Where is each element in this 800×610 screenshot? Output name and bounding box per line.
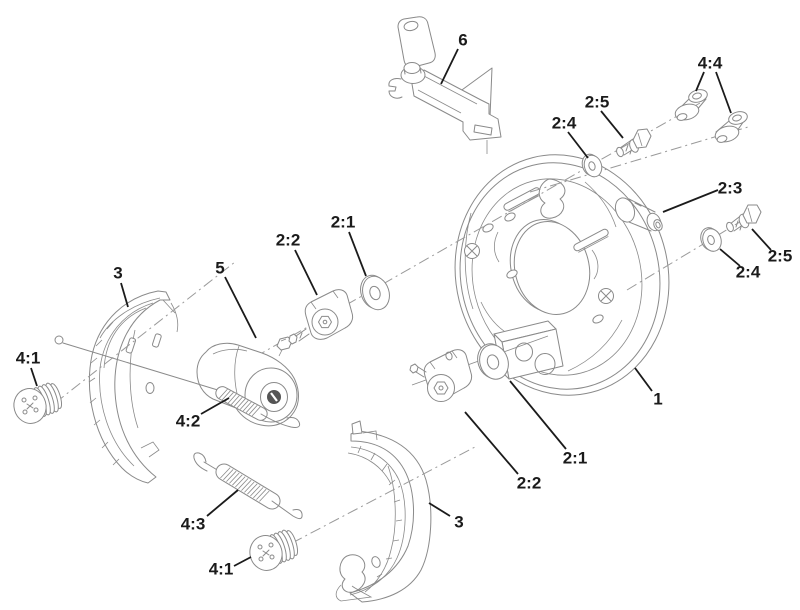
return-spring-short [193, 452, 303, 520]
leader-line-2:1 [509, 380, 567, 450]
part-label-2:2: 2:2 [517, 474, 542, 493]
lining-hatch [88, 321, 120, 466]
spacer [614, 197, 663, 232]
part-label-2:4: 2:4 [552, 114, 577, 133]
leader-line-2:4 [719, 248, 741, 267]
hex-head [742, 204, 762, 224]
leader-line-5 [224, 276, 257, 339]
bracket-claw [388, 78, 403, 99]
part-callouts: 6 4:4 2:5 2:4 2:3 2:5 2:4 2:1 2:2 5 3 1 4:1 4:2 4:3 4:1… [16, 31, 793, 579]
washer-top [581, 153, 603, 178]
pivot-pin [403, 62, 421, 74]
washer-right [700, 227, 722, 252]
return-spring-long [54, 335, 301, 428]
hex-head [632, 128, 652, 149]
backing-plate [454, 154, 670, 396]
part-label-3: 3 [113, 264, 122, 283]
bolt-right [726, 204, 762, 233]
part-label-4:1: 4:1 [16, 349, 41, 368]
leader-line-1 [634, 367, 653, 392]
part-label-4:4: 4:4 [698, 54, 723, 73]
part-label-2:3: 2:3 [718, 179, 743, 198]
leader-line-2:4 [567, 131, 589, 159]
adjuster-plug-bottom [249, 529, 299, 571]
washer-upper [360, 274, 390, 311]
plate-screw [598, 288, 614, 304]
leader-line-4:2 [200, 397, 230, 415]
leader-line-2:1 [348, 231, 367, 277]
plate-cutout [538, 178, 566, 219]
cylinder-rim [244, 367, 298, 423]
part-label-5: 5 [215, 259, 224, 278]
flange-nut-right [714, 111, 748, 143]
washer-lower [477, 343, 509, 380]
leader-line-4:4 [695, 71, 705, 92]
part-label-1: 1 [653, 390, 662, 409]
fitting-upper [288, 289, 354, 345]
part-label-2:5: 2:5 [768, 247, 793, 266]
leader-line-2:5 [600, 110, 624, 139]
part-label-6: 6 [458, 31, 467, 50]
coil-hatch [220, 467, 270, 502]
part-label-2:4: 2:4 [736, 263, 761, 282]
flange-nut-left [674, 89, 708, 121]
part-label-2:5: 2:5 [585, 93, 610, 112]
adjuster-plug-left [13, 382, 63, 424]
part-label-2:2: 2:2 [276, 231, 301, 250]
leader-line-3 [120, 282, 129, 308]
leader-line-2:2 [464, 411, 519, 475]
shoe-tab [351, 420, 363, 435]
coil-hatch [218, 388, 261, 417]
leader-line-4:4 [715, 71, 732, 114]
part-label-2:1: 2:1 [563, 449, 588, 468]
leader-line-2:5 [751, 228, 772, 251]
banjo-bolt-tip [409, 363, 419, 374]
plate-screw [464, 243, 480, 259]
part-label-4:1: 4:1 [209, 560, 234, 579]
part-label-2:1: 2:1 [331, 213, 356, 232]
leader-line-2:2 [294, 249, 318, 296]
leader-line-4:1 [233, 556, 252, 567]
leader-line-4:1 [30, 367, 38, 387]
bolt-top [616, 128, 652, 158]
part-label-4:2: 4:2 [176, 412, 201, 431]
leader-line-2:3 [662, 189, 719, 213]
dust-boot [260, 382, 288, 412]
leader-line-3 [428, 502, 451, 517]
brake-shoe-left [88, 290, 179, 484]
plate-slot-right [573, 228, 609, 253]
part-label-4:3: 4:3 [181, 515, 206, 534]
brake-shoe-right [335, 420, 432, 603]
center-hole [513, 221, 591, 315]
banjo-bolt-tip [288, 333, 298, 345]
wheel-cylinder [196, 336, 299, 427]
part-label-3: 3 [454, 513, 463, 532]
brake-lever-bracket [388, 16, 502, 154]
bracket-notch [473, 124, 493, 136]
leader-line-4:3 [206, 489, 239, 517]
fitting-lower [409, 349, 473, 402]
leader-line-6 [440, 48, 459, 85]
